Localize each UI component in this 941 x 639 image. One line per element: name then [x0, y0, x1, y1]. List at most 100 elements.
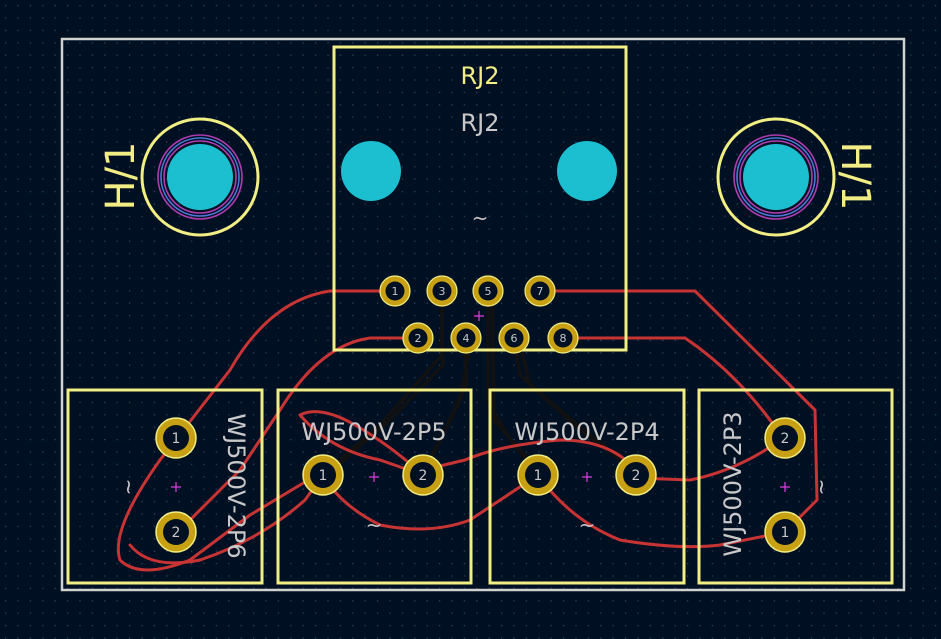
- terminal-pad-2[interactable]: 2: [402, 454, 444, 496]
- pad-hole: [408, 328, 428, 348]
- mounting-hole-drill: [167, 144, 233, 210]
- terminal-pad-2[interactable]: 2: [764, 417, 806, 459]
- mounting-hole-left[interactable]: H/1: [98, 117, 260, 237]
- trace-p5-1-to-p4-1: [321, 473, 540, 531]
- pad-number: 2: [781, 431, 790, 447]
- rj45-anchor-icon: [474, 311, 484, 321]
- rj45-pad-1[interactable]: 1: [379, 275, 411, 307]
- board-outline: [60, 37, 906, 592]
- pad-hole: [772, 425, 798, 451]
- rj45-pad-group: 1 2 3 4 5: [379, 275, 579, 354]
- rj45-pad-7[interactable]: 7: [524, 275, 556, 307]
- pad-hole: [623, 462, 649, 488]
- pad-hole: [530, 281, 550, 301]
- pad-number: 1: [392, 285, 399, 298]
- terminal-pad-1[interactable]: 1: [302, 454, 344, 496]
- pad-hole: [163, 519, 189, 545]
- pad-hole: [553, 328, 573, 348]
- trace-p5-1-lower: [128, 473, 325, 565]
- pad-number: 4: [463, 332, 470, 345]
- pad-number: 1: [172, 431, 181, 447]
- trace-p5-2-loop: [298, 410, 425, 477]
- pad-number: 1: [781, 525, 790, 541]
- anchor-icon: [780, 482, 790, 492]
- pad-number: 2: [172, 525, 181, 541]
- anchor-icon: [582, 472, 592, 482]
- terminal-value: ~: [579, 513, 596, 537]
- pad-hole: [163, 425, 189, 451]
- pad-hole: [504, 328, 524, 348]
- pad-number: 6: [511, 332, 518, 345]
- pad-number: 2: [632, 468, 641, 484]
- pad-number: 2: [419, 468, 428, 484]
- rj45-ref-fab: RJ2: [460, 109, 499, 137]
- rj45-value: ~: [472, 206, 489, 230]
- trace-p4-2-return: [421, 438, 638, 472]
- pad-number: 1: [319, 468, 328, 484]
- rj45-pad-4[interactable]: 4: [450, 322, 482, 354]
- anchor-icon: [171, 482, 181, 492]
- terminal-ref: WJ500V-2P4: [514, 418, 659, 446]
- trace-pin3-to-p5-1: [328, 289, 445, 474]
- pad-number: 2: [415, 332, 422, 345]
- rj45-pad-3[interactable]: 3: [426, 275, 458, 307]
- pad-hole: [432, 281, 452, 301]
- mounting-hole-ring-inner: [739, 140, 813, 214]
- mounting-hole-ring: [160, 137, 240, 217]
- terminal-pad-2[interactable]: 2: [155, 511, 197, 553]
- pad-number: 1: [534, 468, 543, 484]
- pad-hole: [772, 519, 798, 545]
- front-copper-traces: [116, 289, 819, 572]
- rj45-pad-8[interactable]: 8: [547, 322, 579, 354]
- terminal-pad-2[interactable]: 2: [615, 454, 657, 496]
- rj45-courtyard: [332, 45, 628, 352]
- terminal-pad-1[interactable]: 1: [517, 454, 559, 496]
- mounting-hole-label: H/1: [98, 141, 144, 210]
- terminal-pad-1[interactable]: 1: [764, 511, 806, 553]
- trace-pin1-to-p6-2: [116, 289, 397, 572]
- terminal-pad-1[interactable]: 1: [155, 417, 197, 459]
- terminal-value: ~: [809, 479, 833, 496]
- rj45-pad-6[interactable]: 6: [498, 322, 530, 354]
- trace-pin7-to-p3-1: [538, 289, 819, 534]
- terminal-value: ~: [366, 513, 383, 537]
- pad-number: 7: [537, 285, 544, 298]
- trace-p4-1-to-p3-1: [536, 473, 787, 549]
- terminal-ref: WJ500V-2P3: [719, 411, 747, 556]
- terminal-courtyard: [697, 388, 894, 585]
- mounting-hole-ring-outer: [733, 134, 819, 220]
- terminal-courtyard: [488, 388, 686, 585]
- pad-hole: [385, 281, 405, 301]
- pad-hole: [525, 462, 551, 488]
- pad-number: 8: [560, 332, 567, 345]
- mounting-hole-ring-outer: [157, 134, 243, 220]
- terminal-ref: WJ500V-2P5: [301, 418, 446, 446]
- trace-pin2-net: [176, 336, 420, 534]
- mounting-hole-courtyard: [716, 117, 836, 237]
- rj45-footprint: RJ2 RJ2 ~ 1 2 3 4: [332, 45, 628, 354]
- pad-hole: [310, 462, 336, 488]
- terminal-block-p6[interactable]: WJ500V-2P6 ~ 1 2: [66, 388, 264, 585]
- mounting-hole-right[interactable]: H/1: [716, 117, 878, 237]
- mounting-hole-courtyard: [140, 117, 260, 237]
- mounting-hole-ring: [736, 137, 816, 217]
- terminal-block-p4[interactable]: WJ500V-2P4 ~ 1 2: [488, 388, 686, 585]
- terminal-courtyard: [66, 388, 264, 585]
- pad-number: 5: [485, 285, 492, 298]
- rj45-pad-5[interactable]: 5: [472, 275, 504, 307]
- terminal-ref: WJ500V-2P6: [222, 413, 250, 558]
- anchor-icon: [369, 472, 379, 482]
- mounting-hole-drill: [743, 144, 809, 210]
- rj45-pad-2[interactable]: 2: [402, 322, 434, 354]
- terminal-block-p5[interactable]: WJ500V-2P5 ~ 1 2: [276, 388, 473, 585]
- mounting-hole-ring-inner: [163, 140, 237, 214]
- terminal-value: ~: [117, 479, 141, 496]
- pad-hole: [478, 281, 498, 301]
- pad-hole: [456, 328, 476, 348]
- pad-number: 3: [439, 285, 446, 298]
- pad-hole: [410, 462, 436, 488]
- terminal-block-p3[interactable]: WJ500V-2P3 ~ 2 1: [697, 388, 894, 585]
- rj45-ref-silk: RJ2: [460, 62, 499, 90]
- mounting-hole-label: H/1: [832, 141, 878, 210]
